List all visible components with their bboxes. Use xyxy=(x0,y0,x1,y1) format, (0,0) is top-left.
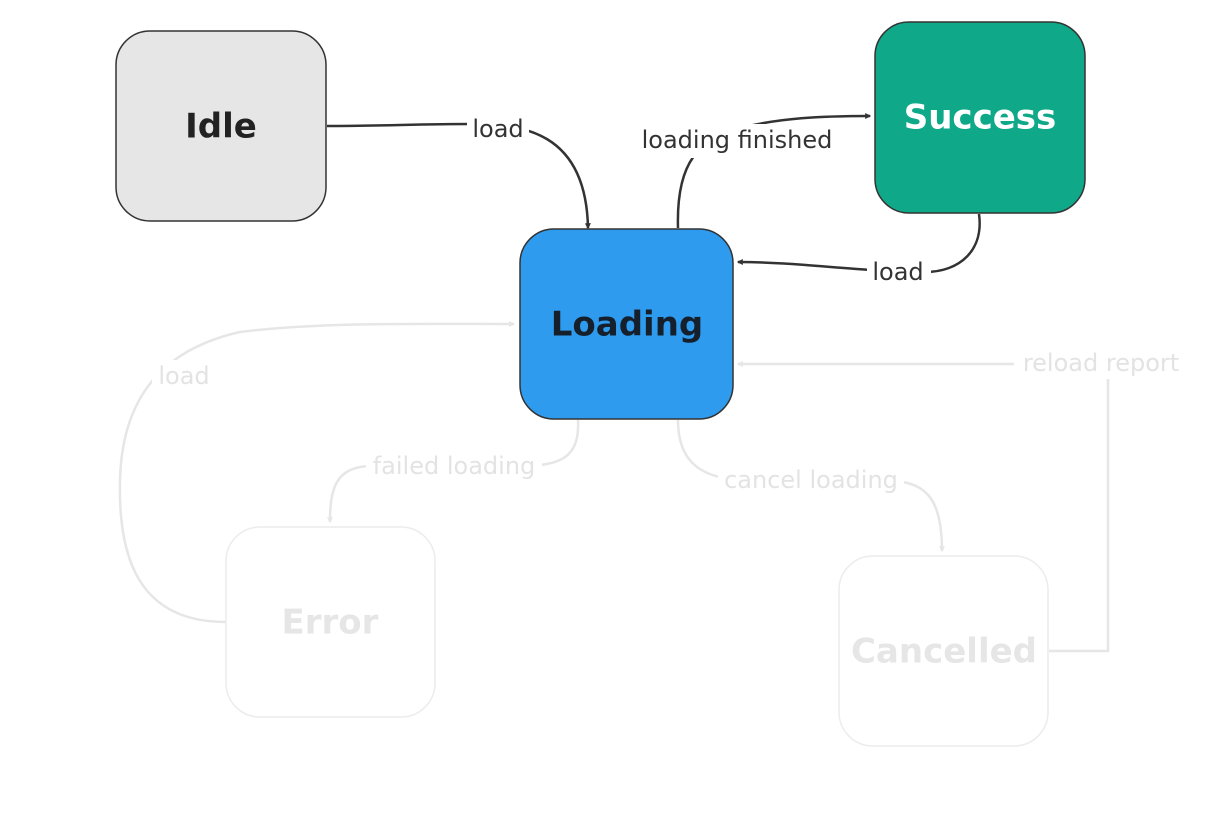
label-error-to-loading-text: load xyxy=(158,362,209,390)
label-success-to-loading: load xyxy=(867,256,931,288)
state-success[interactable]: Success xyxy=(874,21,1086,214)
state-loading[interactable]: Loading xyxy=(519,228,734,420)
states: Idle Loading Success Error Cancelled xyxy=(115,21,1086,747)
label-loading-to-error-text: failed loading xyxy=(373,452,536,480)
state-error-box[interactable] xyxy=(225,526,436,718)
state-idle[interactable]: Idle xyxy=(115,30,327,222)
state-cancelled-label: Cancelled xyxy=(851,632,1037,672)
label-loading-to-success-text: loading finished xyxy=(642,126,833,154)
state-idle-box[interactable] xyxy=(115,30,327,222)
state-error-label: Error xyxy=(282,603,379,643)
edge-labels: load loading finished load load failed l… xyxy=(152,114,1188,496)
edge-cancelled-to-loading xyxy=(736,361,1110,653)
edge-success-to-loading xyxy=(736,213,981,274)
label-idle-to-loading-text: load xyxy=(472,115,523,143)
label-loading-to-success: loading finished xyxy=(637,124,837,158)
state-cancelled[interactable]: Cancelled xyxy=(838,555,1049,747)
state-loading-box[interactable] xyxy=(519,228,734,420)
state-success-box[interactable] xyxy=(874,21,1086,214)
label-success-to-loading-text: load xyxy=(872,258,923,286)
label-loading-to-cancelled-text: cancel loading xyxy=(724,466,898,494)
label-cancelled-to-loading: reload report xyxy=(1014,347,1188,379)
state-loading-label: Loading xyxy=(551,305,704,345)
edge-idle-to-loading xyxy=(326,122,591,230)
label-idle-to-loading: load xyxy=(467,114,529,146)
state-idle-label: Idle xyxy=(185,107,257,147)
label-loading-to-error: failed loading xyxy=(366,450,542,482)
label-loading-to-cancelled: cancel loading xyxy=(718,464,904,496)
state-error[interactable]: Error xyxy=(225,526,436,718)
state-success-label: Success xyxy=(904,98,1057,138)
label-error-to-loading: load xyxy=(152,360,216,392)
label-cancelled-to-loading-text: reload report xyxy=(1023,349,1179,377)
state-cancelled-box[interactable] xyxy=(838,555,1049,747)
